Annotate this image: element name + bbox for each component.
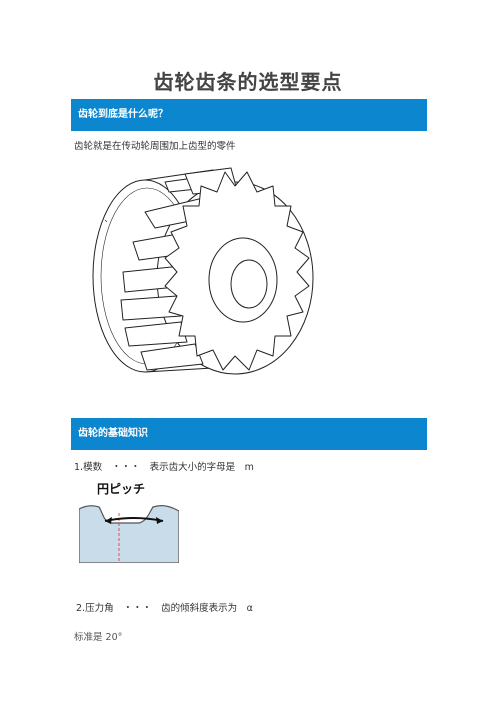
- page-title: 齿轮齿条的选型要点: [153, 70, 343, 94]
- circular-pitch-diagram: 円ピッチ: [79, 475, 179, 563]
- spur-gear-icon: [92, 167, 314, 375]
- section-heading-basics: 齿轮的基础知识: [71, 418, 427, 450]
- pitch-label: 円ピッチ: [97, 482, 145, 496]
- intro-text: 齿轮就是在传动轮周围加上齿型的零件: [74, 141, 236, 152]
- section-heading-what-is-gear: 齿轮到底是什么呢？: [71, 99, 427, 131]
- module-text: 1.模数 ・・・ 表示齿大小的字母是 m: [74, 462, 254, 473]
- pressure-angle-text: 2.压力角 ・・・ 齿的倾斜度表示为 α: [76, 603, 253, 614]
- standard-text: 标准是 20°: [74, 632, 123, 643]
